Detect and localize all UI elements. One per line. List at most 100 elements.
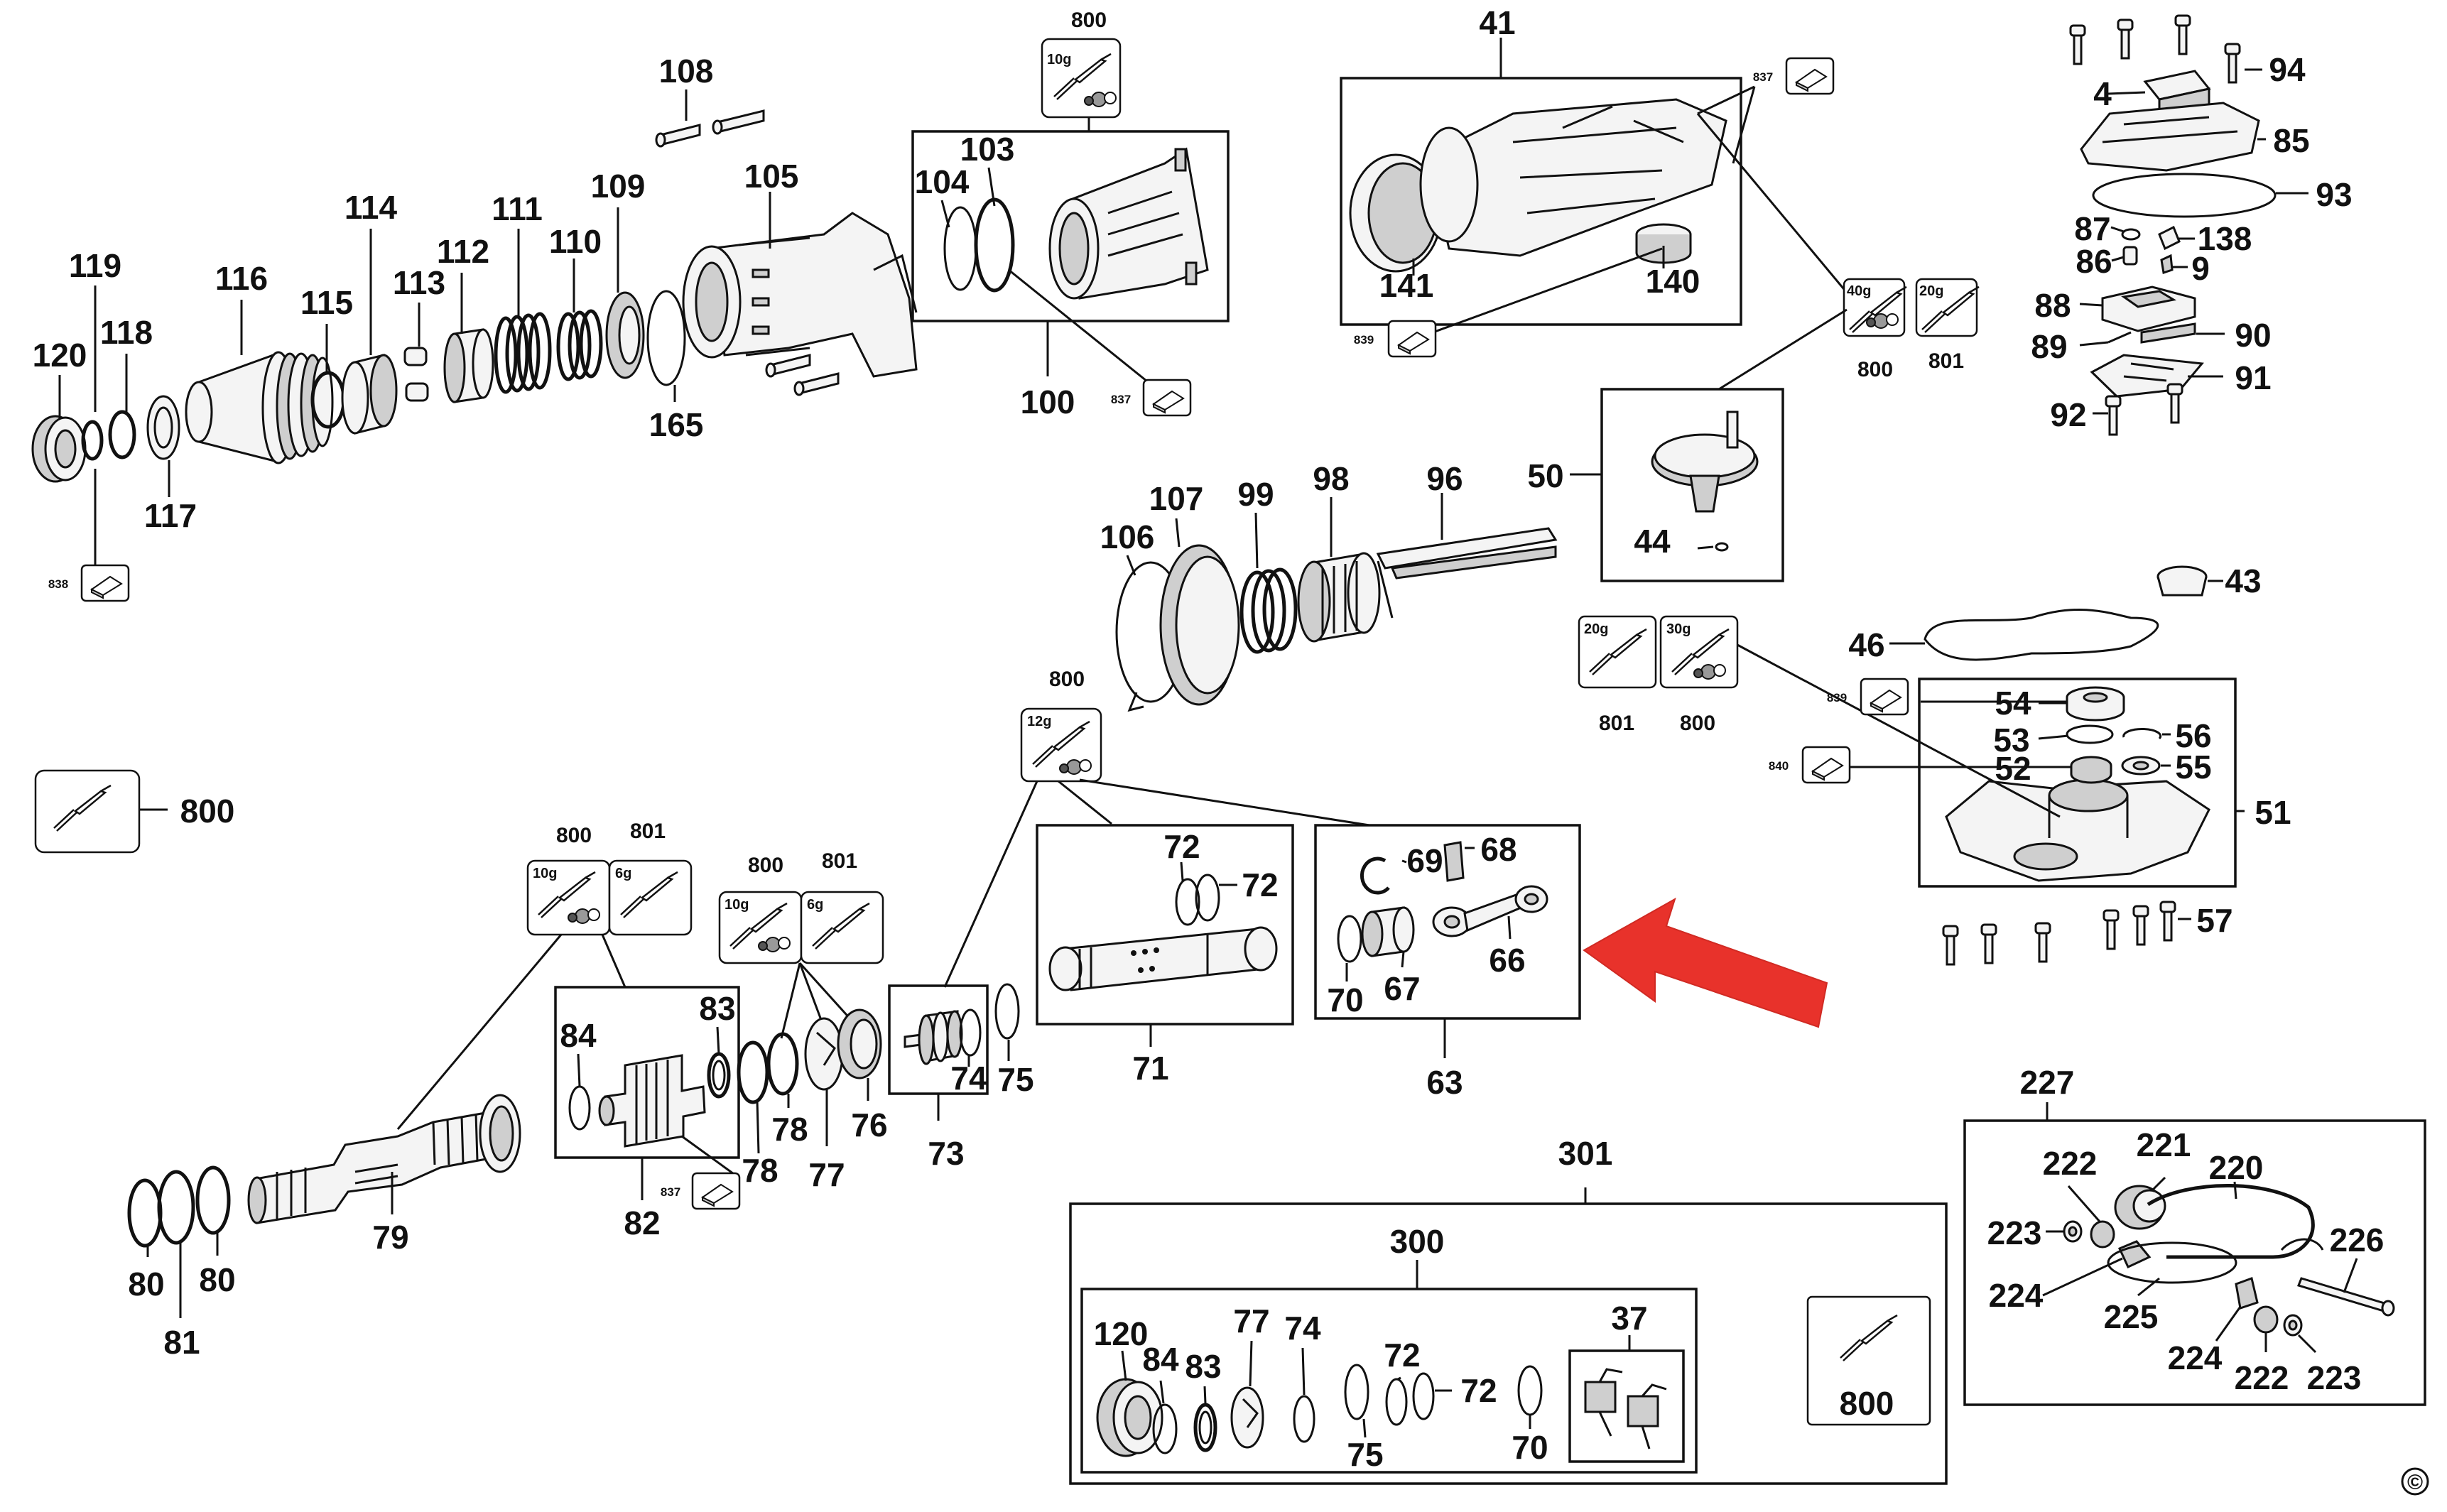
part-57-screw-e — [2132, 905, 2149, 946]
label-225: 225 — [2104, 1298, 2159, 1335]
label-224-b: 224 — [2168, 1339, 2223, 1376]
part-113-roller — [403, 347, 428, 366]
leader-221 — [2151, 1176, 2166, 1192]
part-119-ring — [81, 420, 104, 461]
label-80-b: 80 — [199, 1261, 235, 1298]
label-138: 138 — [2198, 220, 2252, 257]
label-222-a: 222 — [2043, 1145, 2098, 1182]
group-71: 72 72 71 — [1036, 824, 1294, 1087]
label-800-b: 800 — [1049, 668, 1085, 691]
label-69: 69 — [1406, 842, 1443, 879]
label-110: 110 — [549, 223, 602, 260]
label-108: 108 — [659, 53, 714, 89]
svg-text:838: 838 — [48, 577, 68, 591]
label-800-main: 800 — [180, 793, 235, 830]
part-57-screw-a — [1942, 925, 1959, 966]
kit-74-oring — [1293, 1395, 1315, 1443]
leader-k77 — [1249, 1340, 1253, 1387]
leader-226 — [2343, 1258, 2358, 1293]
svg-text:6g: 6g — [615, 866, 631, 881]
svg-text:837: 837 — [1111, 393, 1131, 406]
label-92: 92 — [2050, 396, 2086, 433]
label-300: 300 — [1390, 1223, 1445, 1260]
label-71: 71 — [1132, 1050, 1168, 1087]
svg-text:6g: 6g — [807, 897, 823, 913]
label-224-a: 224 — [1989, 1277, 2044, 1314]
label-117: 117 — [144, 497, 197, 534]
part-57-screw-b — [1980, 923, 1997, 964]
label-98: 98 — [1313, 460, 1349, 497]
kit-83-oring — [1193, 1403, 1217, 1452]
part-88-block — [2101, 285, 2196, 332]
part-86-pin — [2122, 246, 2138, 266]
leader-k75 — [1362, 1418, 1367, 1438]
label-75: 75 — [997, 1061, 1033, 1098]
grease-box-20g-a: 20g — [1915, 278, 1980, 337]
label-78-a: 78 — [742, 1152, 778, 1189]
grease-box-10g-c: 10g — [718, 891, 803, 964]
label-301: 301 — [1558, 1135, 1613, 1172]
label-k75: 75 — [1347, 1436, 1383, 1473]
kit-800-grease-box: 800 — [1806, 1295, 1931, 1426]
label-k72b: 72 — [1460, 1372, 1497, 1409]
label-68: 68 — [1480, 831, 1517, 868]
kit-84-oring — [1152, 1403, 1178, 1454]
part-82-striker — [598, 1054, 706, 1148]
leader-78-a — [756, 1100, 760, 1154]
svg-text:837: 837 — [1753, 70, 1773, 84]
part-55-washer — [2121, 756, 2161, 776]
part-105-bolts — [765, 354, 840, 396]
label-104: 104 — [915, 163, 970, 200]
svg-text:12g: 12g — [1027, 714, 1051, 729]
svg-text:839: 839 — [1827, 691, 1847, 705]
leader-4 — [2107, 91, 2146, 95]
label-k74: 74 — [1284, 1310, 1321, 1347]
leader-99 — [1254, 512, 1259, 569]
part-43-cap — [2156, 565, 2208, 597]
part-92-screw-a — [2105, 395, 2122, 436]
label-78-b: 78 — [771, 1111, 808, 1148]
label-99: 99 — [1237, 476, 1274, 513]
part-44-washer — [1715, 542, 1729, 552]
grease-box-30g: 30g — [1659, 615, 1739, 689]
part-84-oring — [568, 1085, 591, 1131]
part-81-ring — [157, 1170, 195, 1245]
svg-text:40g: 40g — [1847, 283, 1871, 299]
label-77: 77 — [808, 1156, 845, 1193]
leader-53 — [2038, 734, 2069, 740]
kit-tag-839-b: 839 — [1827, 678, 1909, 716]
leader-800-f — [1696, 113, 1862, 310]
label-220: 220 — [2209, 1149, 2264, 1186]
part-72-oring-a — [1175, 878, 1200, 926]
label-227: 227 — [2020, 1064, 2075, 1101]
svg-text:840: 840 — [1769, 759, 1789, 773]
label-801-c: 801 — [822, 849, 857, 873]
part-220-band — [2147, 1184, 2324, 1259]
part-67-piston — [1361, 906, 1415, 957]
label-103: 103 — [960, 131, 1015, 168]
svg-text:10g: 10g — [725, 897, 749, 913]
label-51: 51 — [2255, 794, 2291, 831]
leader-83 — [716, 1026, 720, 1055]
leader-66 — [1507, 915, 1512, 940]
kit-37-frame — [1568, 1349, 1685, 1463]
svg-text:30g: 30g — [1666, 621, 1691, 637]
label-120: 120 — [33, 337, 87, 374]
part-225-band — [2107, 1241, 2237, 1284]
leader-50-up — [1718, 308, 1848, 391]
part-114-sleeve — [341, 354, 398, 435]
part-9-clip — [2160, 254, 2174, 274]
label-87: 87 — [2074, 210, 2110, 247]
label-k120: 120 — [1094, 1315, 1149, 1352]
label-88: 88 — [2034, 287, 2071, 324]
label-801-f: 801 — [1928, 349, 1964, 373]
grease-box-10g-b: 10g — [526, 859, 611, 936]
label-55: 55 — [2175, 749, 2211, 785]
kit-72-oring-a — [1385, 1378, 1408, 1426]
group-300-frame — [1080, 1288, 1698, 1474]
part-75-oring — [994, 983, 1020, 1040]
group-51-frame — [1918, 678, 2237, 888]
label-82: 82 — [624, 1204, 660, 1241]
grease-box-10g-a: 10g — [1041, 38, 1122, 119]
label-76: 76 — [851, 1106, 887, 1143]
